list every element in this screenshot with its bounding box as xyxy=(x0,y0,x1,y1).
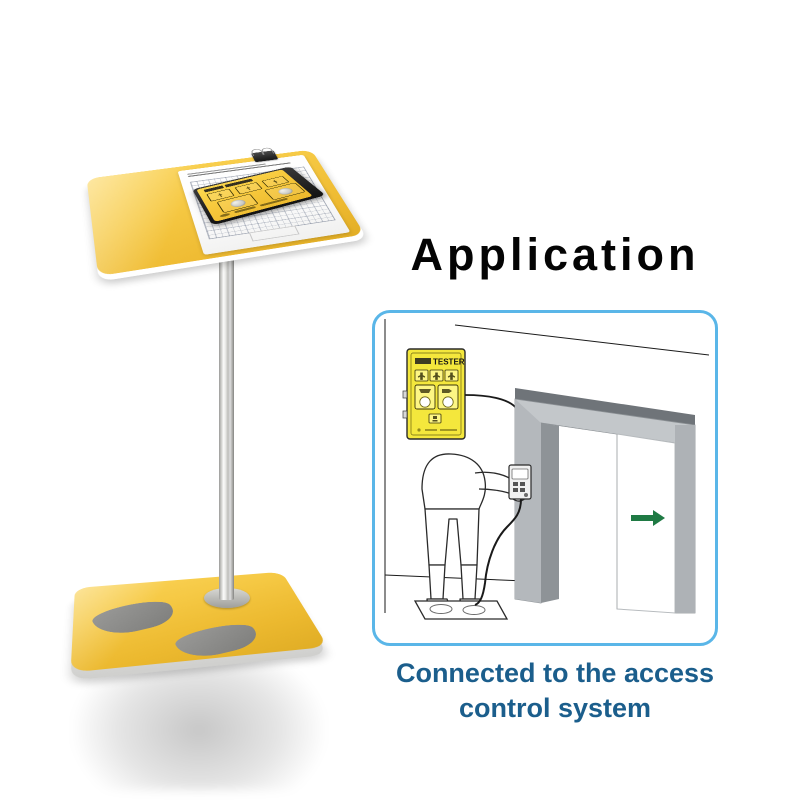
access-reader xyxy=(508,464,532,500)
caption-line-1: Connected to the access xyxy=(395,658,715,688)
application-section: Application TESTER xyxy=(368,232,768,732)
door-direction-arrow xyxy=(631,510,665,526)
caption-line-2: control system xyxy=(458,692,652,723)
doorway xyxy=(514,388,696,614)
wall-tester-label: TESTER xyxy=(433,358,465,367)
application-illustration-panel: TESTER xyxy=(372,310,718,646)
room-lines xyxy=(384,319,709,613)
top-tray xyxy=(86,149,368,282)
product-photo xyxy=(45,120,368,790)
application-scene: TESTER xyxy=(384,319,709,620)
support-pole xyxy=(219,256,234,600)
reader-cord xyxy=(474,498,522,606)
page-title: Application xyxy=(410,229,700,280)
wall-tester-unit: TESTER xyxy=(402,348,466,440)
person-footplate xyxy=(413,600,509,620)
application-caption: Connected to the access control system xyxy=(368,656,742,725)
